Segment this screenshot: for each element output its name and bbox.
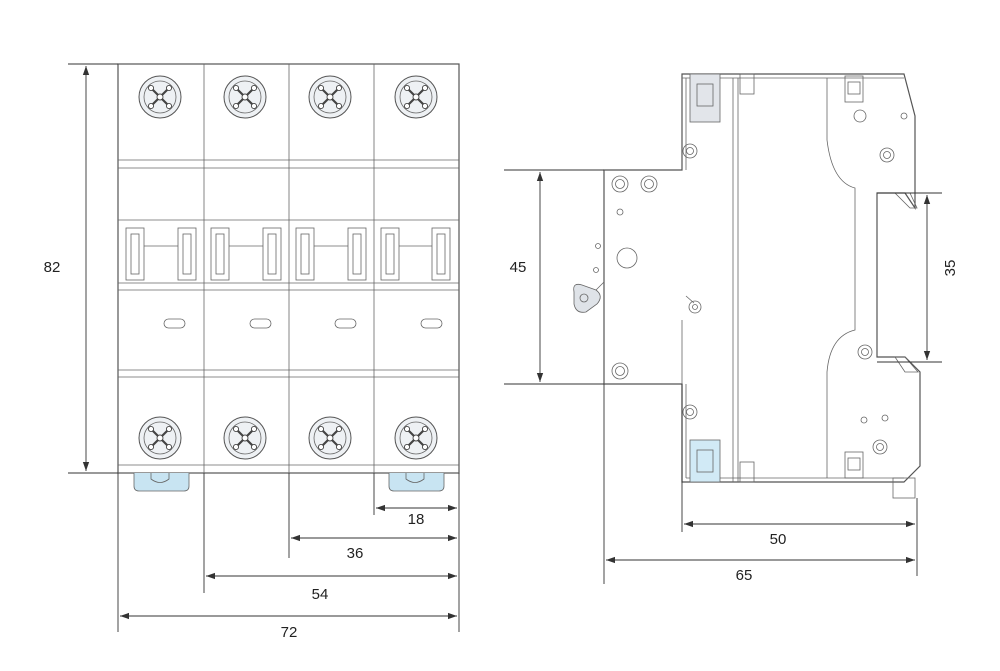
handle-pole-2	[210, 227, 282, 281]
terminal-screws	[138, 75, 438, 460]
indicator-window-icon	[163, 318, 186, 329]
side-levers	[573, 281, 702, 314]
handle-pole-1	[125, 227, 197, 281]
terminal-screw-icon	[223, 416, 267, 460]
front-body	[117, 63, 460, 474]
dim-label-65: 65	[736, 567, 753, 584]
indicator-window-icon	[420, 318, 443, 329]
terminal-screw-icon	[223, 75, 267, 119]
side-inner-lines	[681, 77, 904, 482]
front-dimensions: 82 18 36 54 72	[44, 63, 460, 641]
dim-label-height: 82	[44, 259, 61, 276]
terminal-screw-icon	[308, 416, 352, 460]
terminal-screw-icon	[138, 75, 182, 119]
din-clips	[133, 473, 445, 492]
terminal-screw-icon	[394, 416, 438, 460]
front-bands	[118, 159, 459, 466]
pole-separators	[203, 64, 375, 473]
side-view	[573, 73, 921, 499]
indicator-window-icon	[249, 318, 272, 329]
terminal-screw-icon	[394, 75, 438, 119]
side-holes	[593, 109, 908, 455]
dim-label-72: 72	[281, 624, 298, 641]
dim-label-50: 50	[770, 531, 787, 548]
dim-label-35: 35	[942, 260, 959, 277]
front-view	[117, 63, 460, 492]
indicator-window-icon	[334, 318, 357, 329]
dim-label-36: 36	[347, 545, 364, 562]
terminal-screw-icon	[308, 75, 352, 119]
side-clips	[689, 73, 919, 499]
dim-label-18: 18	[408, 511, 425, 528]
indicator-windows	[163, 318, 443, 329]
handle-pole-4	[380, 227, 451, 281]
terminal-screw-icon	[138, 416, 182, 460]
handle-pole-3	[295, 227, 367, 281]
dim-label-45: 45	[510, 259, 527, 276]
side-body	[603, 73, 921, 483]
handles	[125, 227, 451, 281]
dim-label-54: 54	[312, 586, 329, 603]
side-dimensions: 45 35 50 65	[504, 169, 959, 584]
